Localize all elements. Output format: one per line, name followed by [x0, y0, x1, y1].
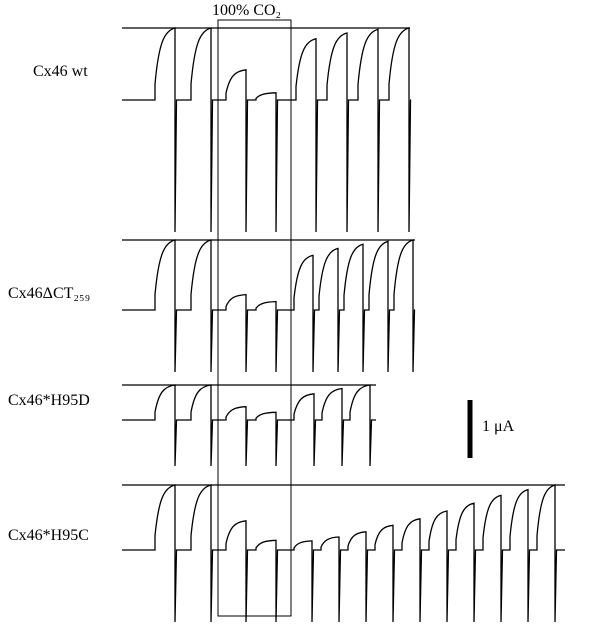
trace-current-path-1: [122, 239, 416, 373]
co2-condition-label: 100% CO₂: [212, 2, 282, 19]
scale-bar-label: 1 μA: [482, 418, 515, 435]
trace-current-path-3: [122, 484, 565, 623]
trace-current-path-0: [122, 27, 412, 233]
trace-label-cx46-h95c: Cx46*H95C: [8, 527, 89, 544]
trace-label-cx46-h95d: Cx46*H95D: [8, 392, 90, 409]
trace-current-path-2: [122, 384, 376, 467]
co2-window-box: [217, 19, 292, 617]
trace-label-cx46-dct259: Cx46ΔCT₂₅₉: [8, 285, 91, 302]
trace-label-cx46-wt: Cx46 wt: [33, 63, 88, 80]
